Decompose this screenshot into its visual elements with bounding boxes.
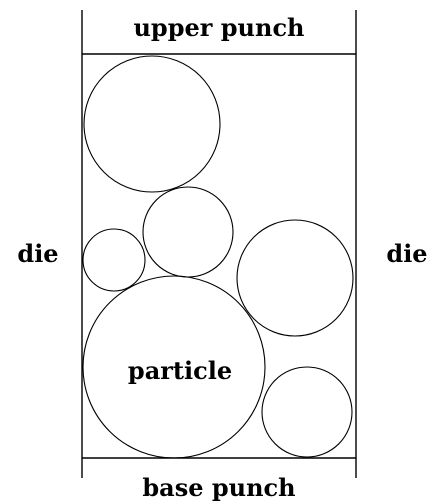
upper-punch-label: upper punch [133,13,304,42]
particle-circle [82,228,146,292]
particle-circle-large [82,275,266,459]
base-punch-label: base punch [142,473,295,502]
particle-label: particle [128,356,232,385]
particle-circle [236,219,354,337]
particle-circle [142,186,234,278]
die-label-right: die [386,239,427,268]
particle-circle [83,55,221,193]
particle-circle [261,366,353,458]
die-label-left: die [17,239,58,268]
